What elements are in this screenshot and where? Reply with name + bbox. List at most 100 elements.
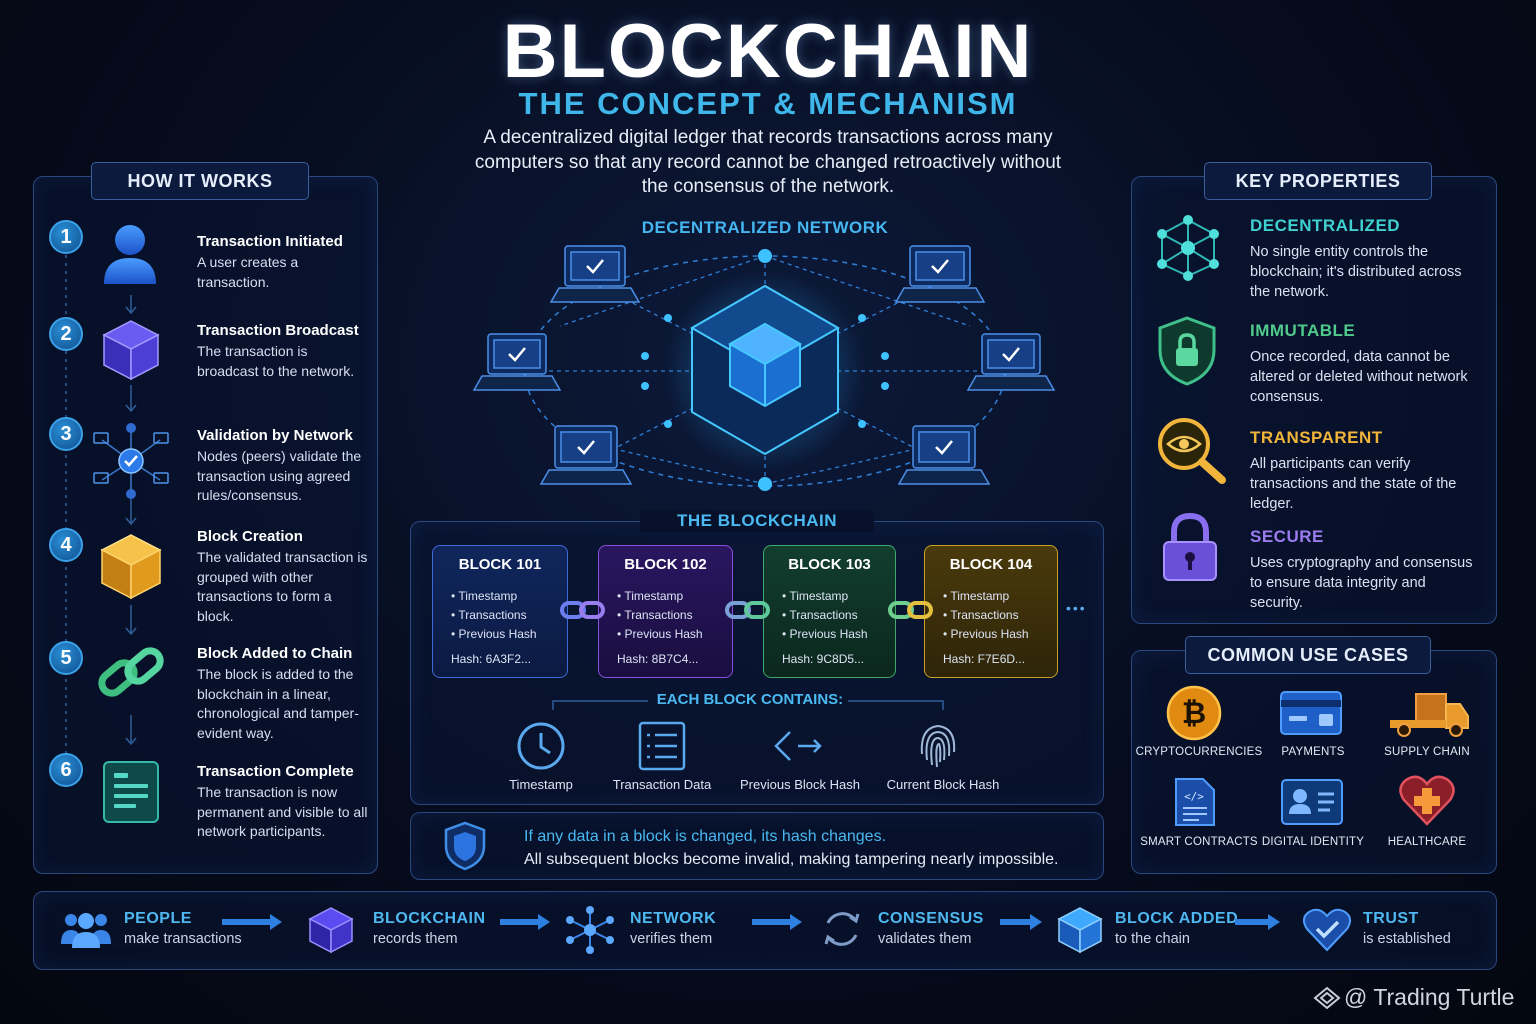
- shield-lock-icon: [1158, 316, 1216, 386]
- step-number-2: 2: [49, 317, 83, 351]
- step-desc-3: Nodes (peers) validate the transaction u…: [197, 448, 362, 503]
- network-diagram: [472, 245, 1056, 491]
- flow-title-people: PEOPLE: [124, 910, 192, 927]
- network-icon: [566, 906, 614, 954]
- key-properties-heading: KEY PROPERTIES: [1204, 162, 1432, 200]
- flow-title-consensus: CONSENSUS: [878, 910, 984, 927]
- use-case-label: HEALTHCARE: [1387, 836, 1467, 848]
- block-title: BLOCK 101: [458, 556, 542, 573]
- heart-cross-icon: [1399, 775, 1455, 826]
- page-title: BLOCKCHAIN: [502, 9, 1034, 94]
- network-label: DECENTRALIZED NETWORK: [641, 218, 889, 237]
- arrow-right-icon: [500, 914, 550, 930]
- block-title: BLOCK 103: [788, 556, 871, 573]
- use-case-label: SMART CONTRACTS: [1140, 836, 1258, 848]
- flow-sub-network: verifies them: [630, 931, 713, 947]
- use-cases-heading: COMMON USE CASES: [1185, 636, 1431, 674]
- step-number-1: 1: [49, 220, 83, 254]
- block-hash: Hash: 8B7C4...: [617, 652, 699, 666]
- nodes-icon: [1157, 215, 1219, 281]
- property-title-immutable: IMMUTABLE: [1250, 321, 1356, 340]
- chain-link-icon: [560, 601, 605, 619]
- laptop-icon: [472, 245, 1056, 485]
- use-case-label: SUPPLY CHAIN: [1384, 746, 1470, 758]
- cycle-icon: [824, 912, 860, 946]
- use-case-label: DIGITAL IDENTITY: [1261, 836, 1365, 848]
- arrow-right-icon: [1235, 914, 1280, 930]
- step-title-3: Validation by Network: [197, 427, 353, 444]
- property-desc-transparent: All participants can verify transactions…: [1250, 456, 1457, 512]
- property-title-secure: SECURE: [1250, 527, 1324, 546]
- flow-sub-people: make transactions: [124, 931, 242, 947]
- use-case-label: CRYPTOCURRENCIES: [1135, 746, 1263, 758]
- block-item: Transactions: [943, 606, 1057, 625]
- network-check-icon: [93, 423, 169, 499]
- cube-icon: [308, 907, 354, 954]
- block-item: Transactions: [451, 606, 567, 625]
- contains-heading: EACH BLOCK CONTAINS:: [656, 691, 844, 708]
- how-it-works-panel: [33, 176, 378, 874]
- ledger-icon: [103, 761, 159, 823]
- more-blocks-ellipsis: •••: [1066, 600, 1087, 616]
- bitcoin-icon: ₿: [1166, 685, 1222, 741]
- chain-link-icon: [98, 647, 164, 697]
- block-title: BLOCK 104: [949, 556, 1033, 573]
- block-item: Transactions: [782, 606, 895, 625]
- step-title-6: Transaction Complete: [197, 763, 354, 780]
- watermark-logo-icon: [1313, 986, 1341, 1010]
- shield-icon: [444, 821, 486, 871]
- user-icon: [104, 225, 156, 284]
- step-title-5: Block Added to Chain: [197, 645, 353, 662]
- step-number-6: 6: [49, 753, 83, 787]
- flow-sub-blockchain: records them: [373, 931, 458, 947]
- block-hash: Hash: 9C8D5...: [782, 652, 865, 666]
- flow-sub-block-added: to the chain: [1115, 931, 1190, 947]
- step-desc-2: The transaction is broadcast to the netw…: [197, 343, 355, 379]
- truck-icon: [1390, 693, 1469, 737]
- block-item: Timestamp: [451, 587, 567, 606]
- code-document-icon: </>: [1175, 778, 1215, 826]
- list-document-icon: [638, 721, 686, 771]
- arrow-right-icon: [222, 914, 282, 930]
- fingerprint-icon: [920, 724, 956, 768]
- step-desc-1: A user creates a transaction.: [197, 254, 299, 290]
- how-it-works-heading: HOW IT WORKS: [91, 162, 309, 200]
- flow-arrows: [222, 914, 1280, 930]
- step-title-2: Transaction Broadcast: [197, 322, 359, 339]
- page-subtitle: THE CONCEPT & MECHANISM: [518, 86, 1018, 121]
- contains-bracket: [552, 700, 944, 710]
- step-number-5: 5: [49, 641, 83, 675]
- contains-label: Timestamp: [509, 777, 573, 792]
- arrow-right-icon: [752, 914, 802, 930]
- block-103: BLOCK 103 Timestamp Transactions Previou…: [763, 545, 896, 678]
- flow-sub-consensus: validates them: [878, 931, 972, 947]
- step-desc-5: The block is added to the blockchain in …: [197, 666, 359, 741]
- block-item: Previous Hash: [451, 625, 567, 644]
- block-item: Timestamp: [782, 587, 895, 606]
- property-desc-immutable: Once recorded, data cannot be altered or…: [1250, 349, 1468, 405]
- block-101: BLOCK 101 Timestamp Transactions Previou…: [432, 545, 568, 678]
- watermark: @ Trading Turtle: [1344, 984, 1515, 1010]
- flow-sub-trust: is established: [1363, 931, 1451, 947]
- contains-label: Current Block Hash: [886, 777, 1000, 792]
- tamper-warning-panel: [410, 812, 1104, 880]
- card-icon: [1280, 691, 1342, 735]
- block-hash: Hash: 6A3F2...: [451, 652, 532, 666]
- property-desc-secure: Uses cryptography and consensus to ensur…: [1250, 555, 1473, 611]
- step-title-1: Transaction Initiated: [197, 233, 343, 250]
- back-arrow-icon: [774, 731, 822, 761]
- blockchain-heading: THE BLOCKCHAIN: [640, 510, 874, 532]
- id-card-icon: [1281, 779, 1343, 825]
- magnifier-eye-icon: [1158, 418, 1226, 484]
- block-item: Previous Hash: [617, 625, 732, 644]
- property-title-decentralized: DECENTRALIZED: [1250, 216, 1401, 235]
- arrow-right-icon: [1000, 914, 1042, 930]
- warning-line-2: All subsequent blocks become invalid, ma…: [524, 851, 1059, 868]
- block-icon: [1057, 907, 1103, 954]
- gold-cube-icon: [100, 534, 162, 600]
- page-description: A decentralized digital ledger that reco…: [474, 127, 1062, 197]
- svg-text:</>: </>: [1184, 790, 1204, 803]
- use-case-label: PAYMENTS: [1281, 746, 1345, 758]
- heart-check-icon: [1303, 908, 1351, 952]
- block-item: Previous Hash: [943, 625, 1057, 644]
